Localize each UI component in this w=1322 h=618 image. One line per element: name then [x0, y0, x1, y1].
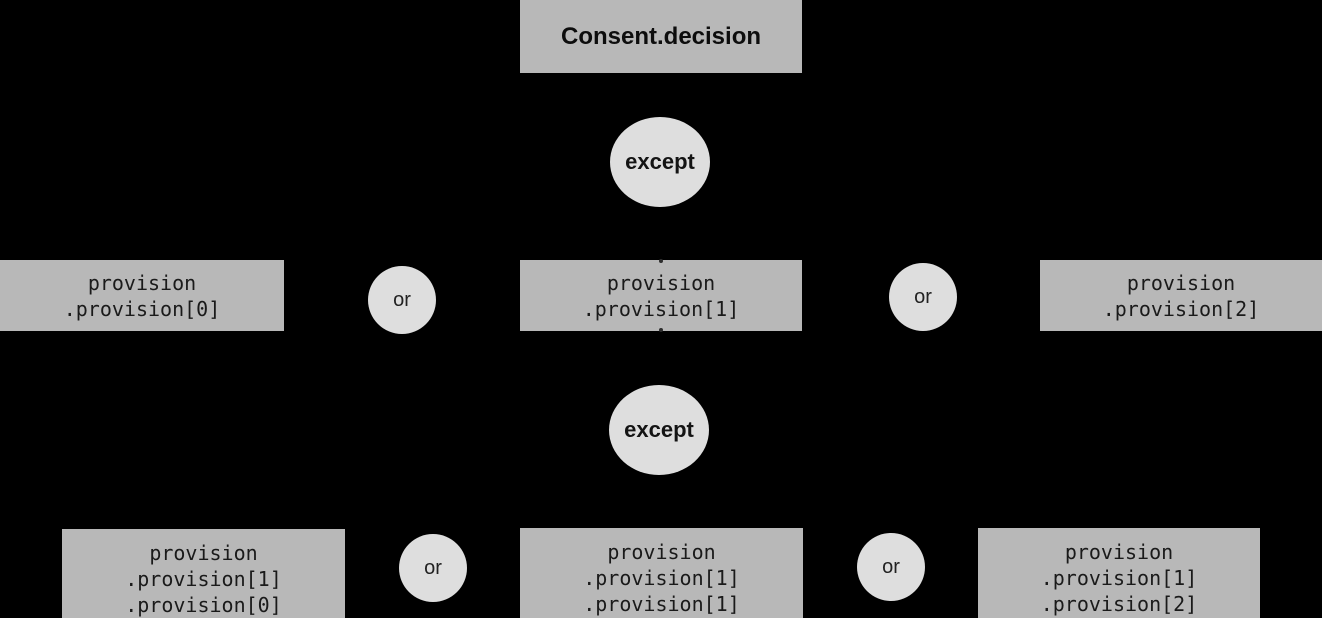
- provision-node-line: provision: [607, 540, 716, 564]
- root-node-label: Consent.decision: [560, 22, 762, 50]
- except-node-level1: except: [610, 117, 710, 207]
- except-node-level2: except: [609, 385, 709, 475]
- provision-node-0: provision .provision[0]: [0, 260, 284, 331]
- or-label: or: [424, 556, 442, 579]
- provision-node-line: .provision[2]: [1102, 296, 1260, 321]
- or-node-level1-right: or: [889, 263, 957, 331]
- connector-dot-bottom: [659, 328, 663, 332]
- except-label: except: [625, 149, 695, 174]
- provision-node-1-2: provision .provision[1] .provision[2]: [978, 528, 1260, 618]
- provision-node-line: provision: [606, 270, 716, 295]
- provision-node-line: provision: [87, 270, 197, 295]
- provision-node-1: provision .provision[1]: [520, 260, 802, 331]
- provision-node-line: .provision[1]: [125, 567, 282, 591]
- provision-node-line: .provision[2]: [1040, 592, 1198, 616]
- or-node-level2-left: or: [399, 534, 467, 602]
- provision-node-line: .provision[1]: [1040, 566, 1198, 590]
- provision-node-line: .provision[1]: [583, 566, 740, 590]
- provision-node-line: .provision[1]: [582, 296, 740, 321]
- or-node-level2-right: or: [857, 533, 925, 601]
- root-node-consent-decision: Consent.decision: [520, 0, 802, 73]
- provision-node-2: provision .provision[2]: [1040, 260, 1322, 331]
- connector-dot-top: [659, 259, 663, 263]
- provision-node-line: .provision[1]: [583, 592, 740, 616]
- provision-node-line: .provision[0]: [63, 296, 221, 321]
- provision-node-line: provision: [1064, 540, 1174, 564]
- except-label: except: [624, 417, 694, 442]
- or-label: or: [914, 285, 932, 308]
- provision-node-line: provision: [149, 541, 258, 565]
- provision-node-1-1: provision .provision[1] .provision[1]: [520, 528, 803, 618]
- provision-node-line: .provision[0]: [125, 593, 282, 617]
- provision-node-1-0: provision .provision[1] .provision[0]: [62, 529, 345, 618]
- or-label: or: [393, 288, 411, 311]
- or-label: or: [882, 555, 900, 578]
- or-node-level1-left: or: [368, 266, 436, 334]
- provision-node-line: provision: [1126, 270, 1236, 295]
